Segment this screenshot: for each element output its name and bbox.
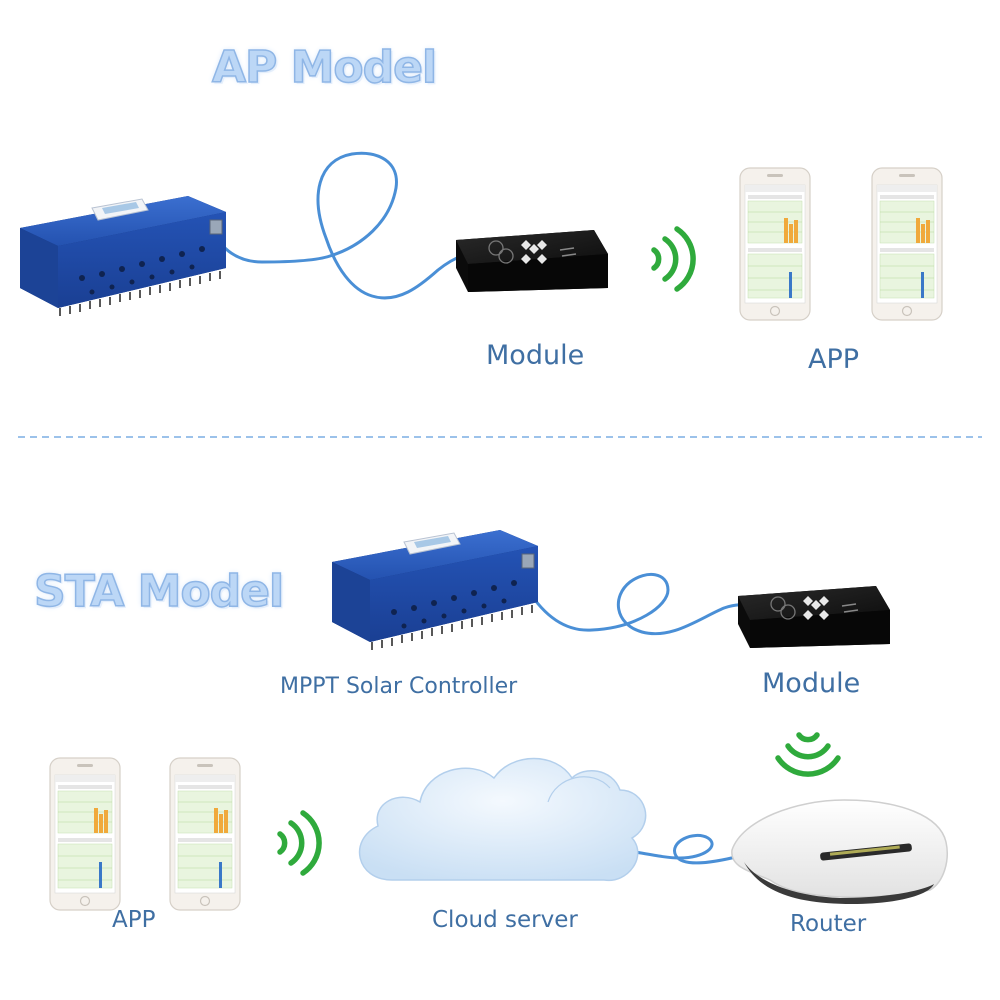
sta-cloud-label: Cloud server [432,907,578,933]
sta-phone-2 [169,757,241,911]
sta-cable-controller-module [526,573,754,636]
ap-phone-2 [871,167,943,321]
sta-mppt-controller [331,529,539,651]
ap-cable [208,151,464,300]
sta-cable-cloud-router [608,833,742,865]
sta-model-title: STA Model [33,565,285,618]
sta-wifi-signal-icon [775,732,841,777]
ap-section [19,151,943,321]
sta-section [49,529,948,911]
ap-phone-1 [739,167,811,321]
sta-module-label: Module [762,668,861,699]
sta-controller-label: MPPT Solar Controller [280,674,518,699]
ap-mppt-controller [19,195,227,317]
sta-wifi-module [737,585,891,649]
sta-app-label: APP [112,907,156,933]
sta-app-wifi-signal-icon [280,813,319,873]
ap-module-label: Module [486,340,585,371]
cloud-server-icon [358,757,647,882]
router-icon [731,799,948,904]
ap-wifi-signal-icon [654,229,693,289]
sta-router-label: Router [790,911,867,937]
ap-app-label: APP [808,344,860,375]
ap-model-title: AP Model [211,41,438,94]
ap-wifi-module [455,229,609,293]
sta-phone-1 [49,757,121,911]
